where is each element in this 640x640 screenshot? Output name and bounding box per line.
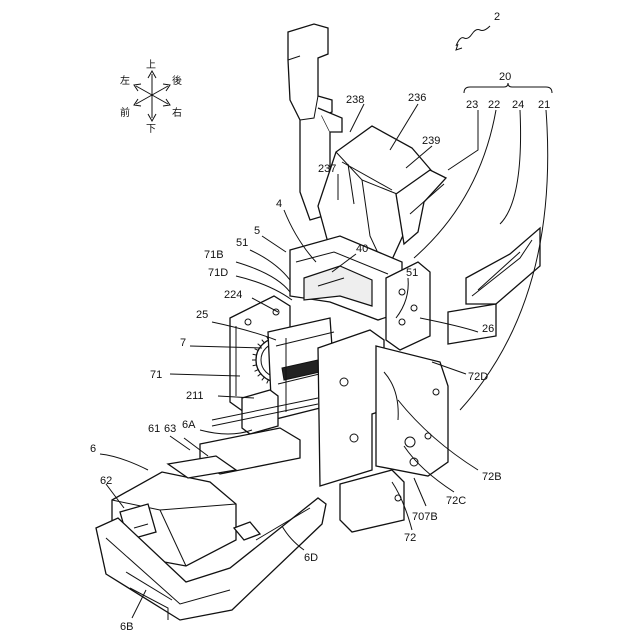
label-23: 23 — [466, 99, 478, 111]
label-707B: 707B — [412, 511, 438, 523]
label-72D: 72D — [468, 371, 488, 383]
label-40: 40 — [356, 243, 368, 255]
label-236: 236 — [408, 92, 426, 104]
label-51b: 51 — [406, 267, 418, 279]
label-22: 22 — [488, 99, 500, 111]
compass-right: 右 — [172, 106, 182, 119]
label-6A: 6A — [182, 419, 196, 431]
label-24: 24 — [512, 99, 524, 111]
label-51a: 51 — [236, 237, 248, 249]
figure-number: 2 — [456, 11, 500, 50]
label-61: 61 — [148, 423, 160, 435]
label-71D: 71D — [208, 267, 228, 279]
label-71: 71 — [150, 369, 162, 381]
label-237: 237 — [318, 163, 336, 175]
label-71B: 71B — [204, 249, 224, 261]
label-224: 224 — [224, 289, 242, 301]
label-6: 6 — [90, 443, 96, 455]
label-211: 211 — [186, 390, 204, 402]
label-238: 238 — [346, 94, 364, 106]
label-72C: 72C — [446, 495, 466, 507]
label-6B: 6B — [120, 621, 133, 633]
label-26: 26 — [482, 323, 494, 335]
compass-front: 前 — [120, 106, 130, 119]
label-4: 4 — [276, 198, 282, 210]
right-side-plate-72 — [318, 330, 448, 532]
compass-down: 下 — [146, 124, 156, 135]
group-brace-20 — [464, 83, 552, 93]
label-5: 5 — [254, 225, 260, 237]
label-6D: 6D — [304, 552, 318, 564]
direction-compass: 上 下 左 後 前 右 — [120, 59, 182, 135]
compass-back: 後 — [172, 74, 182, 87]
label-72B: 72B — [482, 471, 502, 483]
label-25: 25 — [196, 309, 208, 321]
label-7: 7 — [180, 337, 186, 349]
figure-number-label: 2 — [494, 11, 500, 23]
label-62: 62 — [100, 475, 112, 487]
label-20: 20 — [499, 71, 511, 83]
label-72: 72 — [404, 532, 416, 544]
label-239: 239 — [422, 135, 440, 147]
compass-left: 左 — [120, 74, 130, 87]
compass-up: 上 — [146, 59, 156, 71]
label-21: 21 — [538, 99, 550, 111]
label-63: 63 — [164, 423, 176, 435]
